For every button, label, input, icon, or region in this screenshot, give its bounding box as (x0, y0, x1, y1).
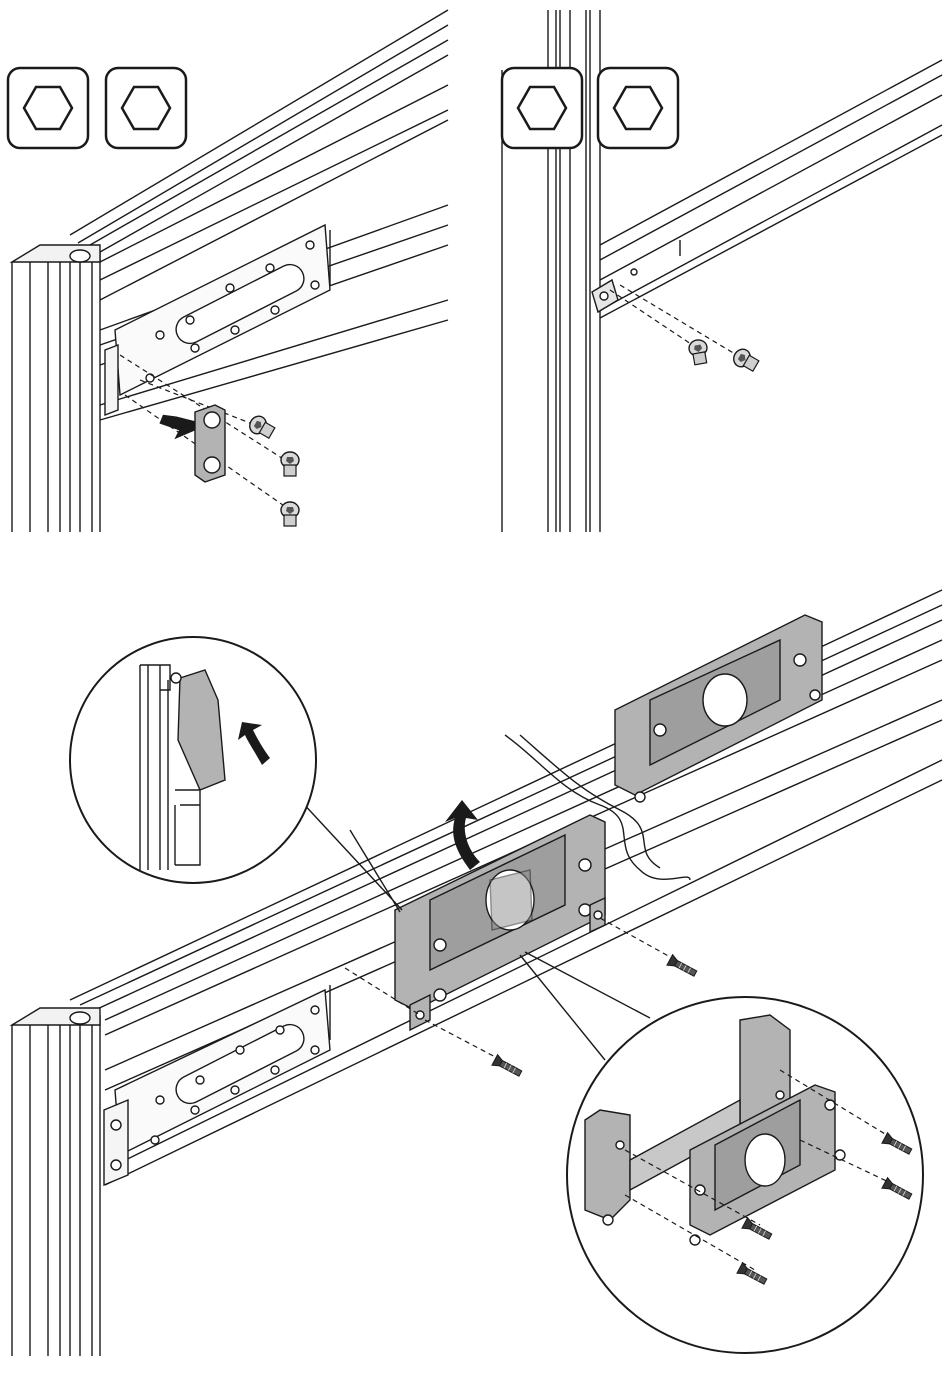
panel-top-right (502, 10, 942, 532)
screw-icon (247, 413, 277, 441)
bracket-plate (195, 405, 225, 482)
upright-post (12, 245, 118, 532)
bracket-plate (115, 225, 330, 395)
bracket-plate (395, 815, 605, 1030)
panel-top-left (8, 10, 448, 532)
hex-key-icon (106, 68, 186, 148)
exploded-bracket-callout (520, 952, 923, 1353)
screw-icon (667, 955, 698, 979)
screw-icon (731, 346, 761, 374)
push-arrow-icon (158, 409, 200, 441)
screw-icon (492, 1055, 523, 1079)
screw-icon (688, 339, 710, 366)
rotate-detail-callout (70, 637, 402, 912)
upright-post (12, 1008, 128, 1356)
screw-icon (281, 452, 299, 476)
hex-key-icon (502, 68, 582, 148)
screw-guide-lines (610, 285, 745, 360)
bracket-plate (115, 990, 330, 1155)
panel-bottom (12, 590, 942, 1356)
bracket-plate (615, 615, 822, 802)
screw-icon (281, 502, 299, 526)
hex-key-icon (598, 68, 678, 148)
hex-key-icon (8, 68, 88, 148)
